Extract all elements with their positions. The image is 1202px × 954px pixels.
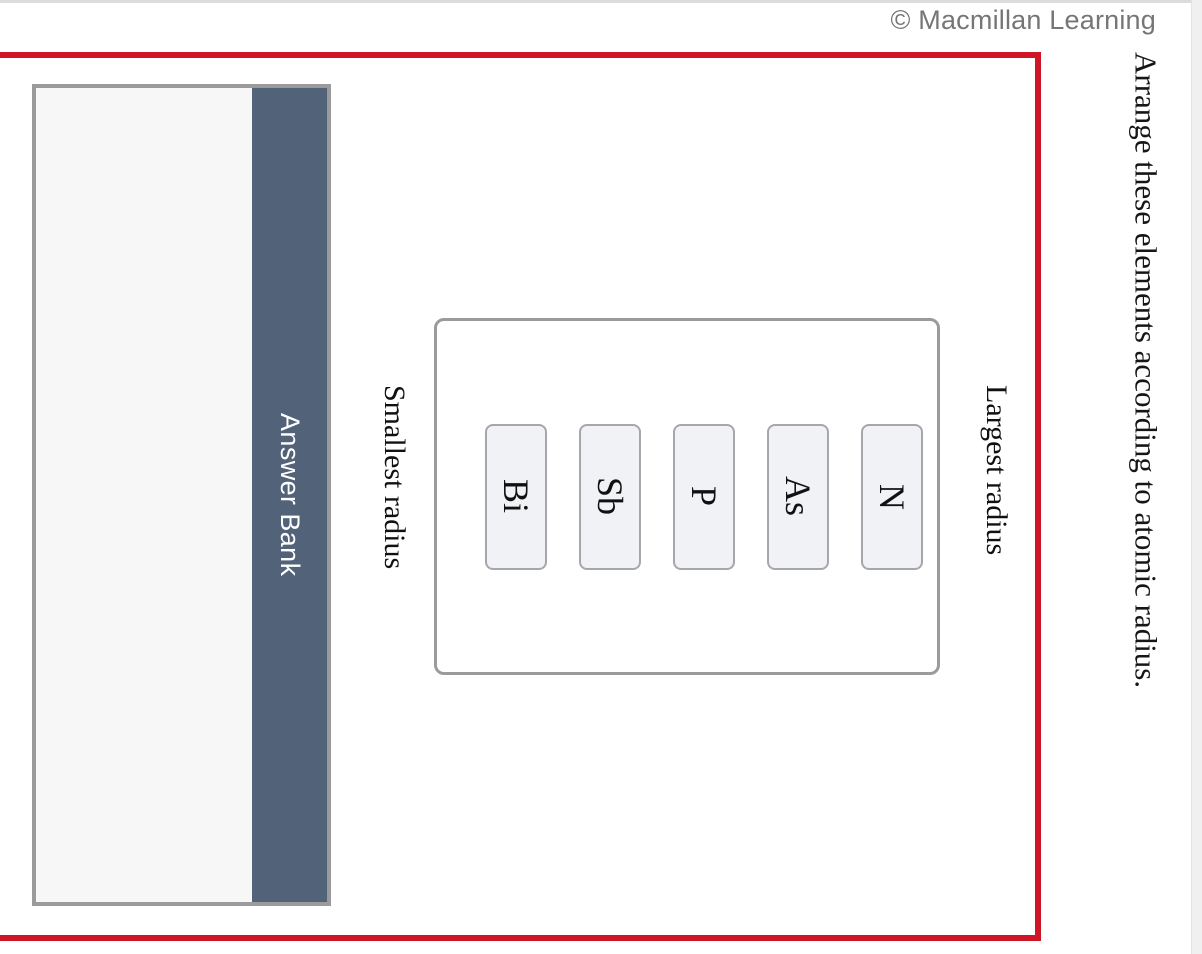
smallest-radius-label: Smallest radius [378,385,411,570]
top-divider [0,0,1202,3]
sort-drop-area[interactable]: Bi Sb P As N [434,318,940,675]
answer-bank-label: Answer Bank [275,413,305,577]
page-edge-strip [1191,0,1202,954]
question-title: Arrange these elements according to atom… [1128,52,1164,689]
element-tile-label: Bi [496,479,536,514]
element-tile-label: P [684,486,724,507]
element-tile-bi[interactable]: Bi [485,423,547,570]
largest-radius-label: Largest radius [980,385,1013,556]
answer-bank-header: Answer Bank [252,88,327,902]
element-tile-as[interactable]: As [767,423,829,570]
answer-bank-drop-area[interactable] [36,88,252,902]
element-tile-n[interactable]: N [861,423,923,570]
element-tile-label: Sb [590,477,630,516]
question-frame [0,52,1041,941]
element-tile-label: N [872,483,912,510]
answer-bank-panel: Answer Bank [32,84,331,906]
element-tile-label: As [778,476,818,517]
copyright-notice: © Macmillan Learning [890,5,1156,35]
element-tile-sb[interactable]: Sb [579,423,641,570]
element-tile-p[interactable]: P [673,423,735,570]
